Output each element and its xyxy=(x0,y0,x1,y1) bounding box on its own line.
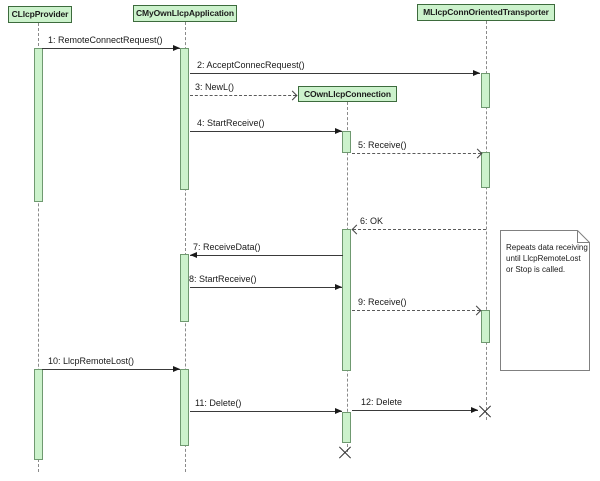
message-4-line xyxy=(190,131,342,132)
message-12-line xyxy=(352,410,478,411)
activation-bar xyxy=(481,152,490,188)
arrowhead-icon xyxy=(173,366,180,372)
lifeline-header-cownllcpconnection: COwnLlcpConnection xyxy=(298,86,397,102)
arrowhead-icon xyxy=(335,408,342,414)
arrowhead-icon xyxy=(335,128,342,134)
activation-bar xyxy=(481,310,490,343)
lifeline-header-mllcpconnorientedtransporter: MLlcpConnOrientedTransporter xyxy=(417,4,555,21)
open-arrowhead-icon xyxy=(287,90,298,101)
arrowhead-icon xyxy=(190,252,197,258)
message-6-line xyxy=(353,229,486,230)
message-12-label: 12: Delete xyxy=(361,397,403,407)
destroy-icon xyxy=(337,444,353,460)
message-3-line xyxy=(190,95,296,96)
message-8-label: 8: StartReceive() xyxy=(189,274,257,284)
arrowhead-icon xyxy=(473,70,480,76)
note-shape xyxy=(500,230,590,371)
message-5-line xyxy=(352,153,481,154)
activation-bar xyxy=(342,131,351,153)
message-9-line xyxy=(352,310,480,311)
note-line: until LlcpRemoteLost xyxy=(506,254,581,263)
arrowhead-icon xyxy=(471,407,478,413)
message-3-label: 3: NewL() xyxy=(195,82,235,92)
arrowhead-icon xyxy=(335,284,342,290)
lifeline-cmyownllcpapplication xyxy=(185,22,186,472)
activation-bar xyxy=(342,412,351,443)
activation-bar xyxy=(34,369,43,460)
message-7-line xyxy=(190,255,343,256)
activation-bar xyxy=(481,73,490,108)
lifeline-header-cmyownllcpapplication: CMyOwnLlcpApplication xyxy=(133,5,237,22)
message-11-line xyxy=(190,411,342,412)
activation-bar xyxy=(180,48,189,190)
destroy-icon xyxy=(477,403,493,419)
message-8-line xyxy=(190,287,342,288)
message-9-label: 9: Receive() xyxy=(358,297,407,307)
activation-bar xyxy=(342,229,351,371)
message-10-line xyxy=(42,369,180,370)
note-line: Repeats data receiving xyxy=(506,243,588,252)
note: Repeats data receiving until LlcpRemoteL… xyxy=(506,242,588,275)
open-arrowhead-icon xyxy=(351,224,362,235)
arrowhead-icon xyxy=(173,45,180,51)
lifeline-mllcpconnorientedtransporter xyxy=(486,21,487,420)
activation-bar xyxy=(180,254,189,322)
message-10-label: 10: LlcpRemoteLost() xyxy=(48,356,135,366)
message-2-line xyxy=(190,73,480,74)
message-1-line xyxy=(42,48,180,49)
message-4-label: 4: StartReceive() xyxy=(197,118,265,128)
lifeline-header-cllcpprovider: CLlcpProvider xyxy=(8,6,72,23)
message-1-label: 1: RemoteConnectRequest() xyxy=(48,35,163,45)
message-7-label: 7: ReceiveData() xyxy=(193,242,261,252)
message-11-label: 11: Delete() xyxy=(195,398,242,408)
message-5-label: 5: Receive() xyxy=(358,140,407,150)
message-2-label: 2: AcceptConnecRequest() xyxy=(197,60,305,70)
activation-bar xyxy=(34,48,43,202)
activation-bar xyxy=(180,369,189,446)
message-6-label: 6: OK xyxy=(360,216,384,226)
note-line: or Stop is called. xyxy=(506,265,566,274)
open-arrowhead-icon xyxy=(471,305,482,316)
lifeline-cllcpprovider xyxy=(38,23,39,472)
